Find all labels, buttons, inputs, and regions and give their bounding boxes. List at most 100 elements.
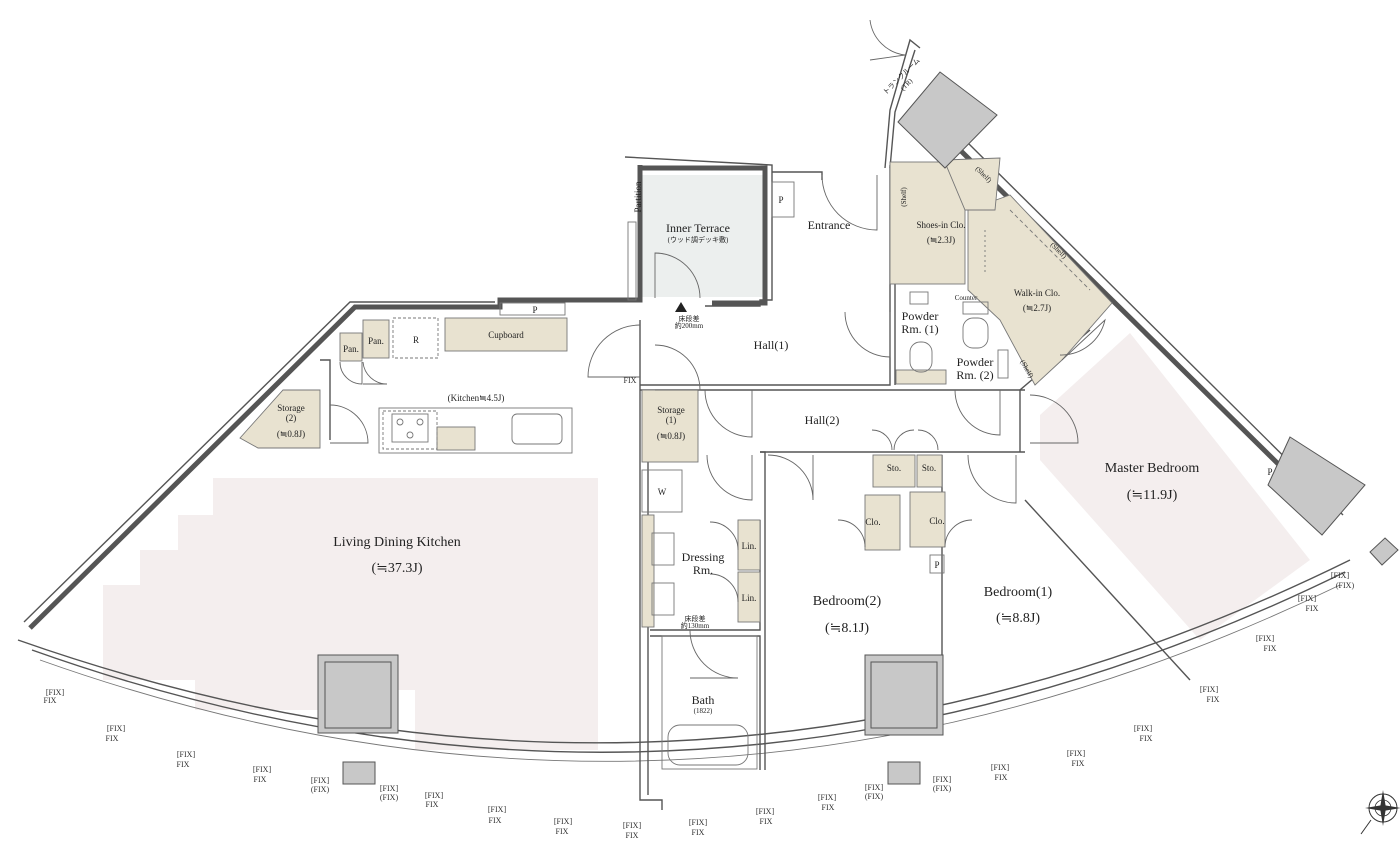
svg-text:FIX: FIX: [1207, 695, 1220, 704]
step2-label-b: 約130mm: [681, 621, 710, 630]
walk-in-closet: [967, 194, 1113, 386]
shelf-strip: [943, 157, 1001, 211]
entrance-label: Entrance: [808, 218, 851, 232]
svg-text:[FIX]: [FIX]: [1134, 724, 1153, 733]
svg-text:[FIX]: [FIX]: [380, 784, 399, 793]
fix-window-labels: [FIX] FIX [FIX] FIX [FIX] FIX [FIX] FIX …: [44, 571, 1355, 840]
pipe-label-1: P: [778, 195, 783, 205]
svg-text:[FIX]: [FIX]: [425, 791, 444, 800]
svg-text:[FIX]: [FIX]: [554, 817, 573, 826]
svg-text:[FIX]: [FIX]: [865, 783, 884, 792]
svg-text:FIX: FIX: [995, 773, 1008, 782]
column-top: [897, 71, 998, 169]
shoes-closet: [889, 161, 966, 285]
shoes-closet-label: Shoes-in Clo.: [916, 220, 965, 230]
powder1-label-1: Powder: [902, 309, 939, 323]
svg-text:FIX: FIX: [760, 817, 773, 826]
storage-2: [239, 389, 321, 449]
inner-terrace-floor: [642, 175, 764, 297]
svg-text:FIX: FIX: [1306, 604, 1319, 613]
clo1-label: Clo.: [865, 517, 880, 527]
svg-text:[FIX]: [FIX]: [818, 793, 837, 802]
column-master: [1267, 436, 1366, 536]
svg-text:[FIX]: [FIX]: [253, 765, 272, 774]
master-bedroom-size: (≒11.9J): [1127, 488, 1178, 503]
svg-text:(FIX): (FIX): [311, 785, 330, 794]
svg-text:[FIX]: [FIX]: [689, 818, 708, 827]
storage-1: [641, 389, 699, 463]
ldk-floor: [103, 478, 598, 750]
shoes-closet-size: (≒2.3J): [927, 235, 955, 245]
svg-text:(FIX): (FIX): [865, 792, 884, 801]
wet-area-fixtures: [641, 291, 1009, 770]
svg-text:[FIX]: [FIX]: [107, 724, 126, 733]
svg-text:[FIX]: [FIX]: [933, 775, 952, 784]
svg-text:FIX: FIX: [1072, 759, 1085, 768]
svg-text:[FIX]: [FIX]: [623, 821, 642, 830]
inner-terrace-note: (ウッド調デッキ敷): [668, 235, 729, 244]
dressing-label-1: Dressing: [682, 550, 725, 564]
svg-text:FIX: FIX: [106, 734, 119, 743]
column-corner: [1369, 537, 1399, 566]
fix-label-hall: FIX: [624, 376, 637, 385]
svg-text:[FIX]: [FIX]: [177, 750, 196, 759]
column-bed2-inner: [870, 661, 938, 729]
closet-clo-2: [909, 491, 946, 548]
pipe-label-4: P: [1267, 467, 1272, 477]
pipe-label-3: P: [934, 560, 939, 570]
hall1-label: Hall(1): [754, 338, 789, 352]
kitchen-label: (Kitchen≒4.5J): [448, 393, 505, 403]
pipe-box-ldk: [499, 302, 566, 316]
svg-text:[FIX]: [FIX]: [1298, 594, 1317, 603]
pantry-2: [362, 319, 390, 359]
powder2-label-2: Rm. (2): [956, 368, 993, 382]
sto1-label: Sto.: [887, 463, 901, 473]
powder2-label-1: Powder: [957, 355, 994, 369]
storage-sto-1: [872, 454, 916, 488]
pipe-label-2: P: [532, 305, 537, 315]
svg-text:(FIX): (FIX): [1336, 581, 1355, 590]
column-bottom-2: [887, 761, 921, 785]
svg-text:FIX: FIX: [177, 760, 190, 769]
svg-text:(FIX): (FIX): [380, 793, 399, 802]
pipe-box-bed1: [929, 554, 945, 574]
svg-text:[FIX]: [FIX]: [1200, 685, 1219, 694]
clo2-label: Clo.: [929, 516, 944, 526]
partition-wall: [627, 221, 637, 301]
storage1-num: (1): [666, 415, 677, 425]
kitchen-counter-panel: [436, 426, 476, 451]
step1-label-b: 約200mm: [675, 321, 704, 330]
column-bottom-1: [342, 761, 376, 785]
svg-text:[FIX]: [FIX]: [1067, 749, 1086, 758]
doors: [329, 19, 1106, 679]
bedroom1-label: Bedroom(1): [984, 585, 1053, 600]
svg-text:FIX: FIX: [254, 775, 267, 784]
svg-text:[FIX]: [FIX]: [756, 807, 775, 816]
svg-text:FIX: FIX: [1140, 734, 1153, 743]
cupboard: [444, 317, 568, 352]
svg-text:FIX: FIX: [626, 831, 639, 840]
hall2-label: Hall(2): [805, 413, 840, 427]
pantry1-label: Pan.: [343, 344, 359, 354]
svg-text:[FIX]: [FIX]: [46, 688, 65, 697]
storage2-size: (≒0.8J): [277, 429, 305, 439]
pipe-box-terrace: [771, 181, 795, 218]
master-bedroom-floor: [1040, 333, 1310, 640]
dressing-counter: [641, 514, 655, 628]
ldk-label: Living Dining Kitchen: [333, 535, 461, 550]
shelf-line-1: [1009, 209, 1091, 291]
fridge-label: R: [413, 335, 419, 345]
svg-text:[FIX]: [FIX]: [311, 776, 330, 785]
svg-text:FIX: FIX: [44, 696, 57, 705]
sto2-label: Sto.: [922, 463, 936, 473]
svg-text:(FIX): (FIX): [933, 784, 952, 793]
svg-text:[FIX]: [FIX]: [1331, 571, 1350, 580]
step1-label-a: 床段差: [679, 314, 700, 323]
storage2-label: Storage: [277, 403, 305, 413]
svg-text:[FIX]: [FIX]: [488, 805, 507, 814]
svg-text:FIX: FIX: [556, 827, 569, 836]
walk-in-closet-label: Walk-in Clo.: [1014, 288, 1060, 298]
storage1-size: (≒0.8J): [657, 431, 685, 441]
bedroom1-size: (≒8.8J): [996, 611, 1040, 626]
north-arrow-icon: [1360, 790, 1400, 835]
